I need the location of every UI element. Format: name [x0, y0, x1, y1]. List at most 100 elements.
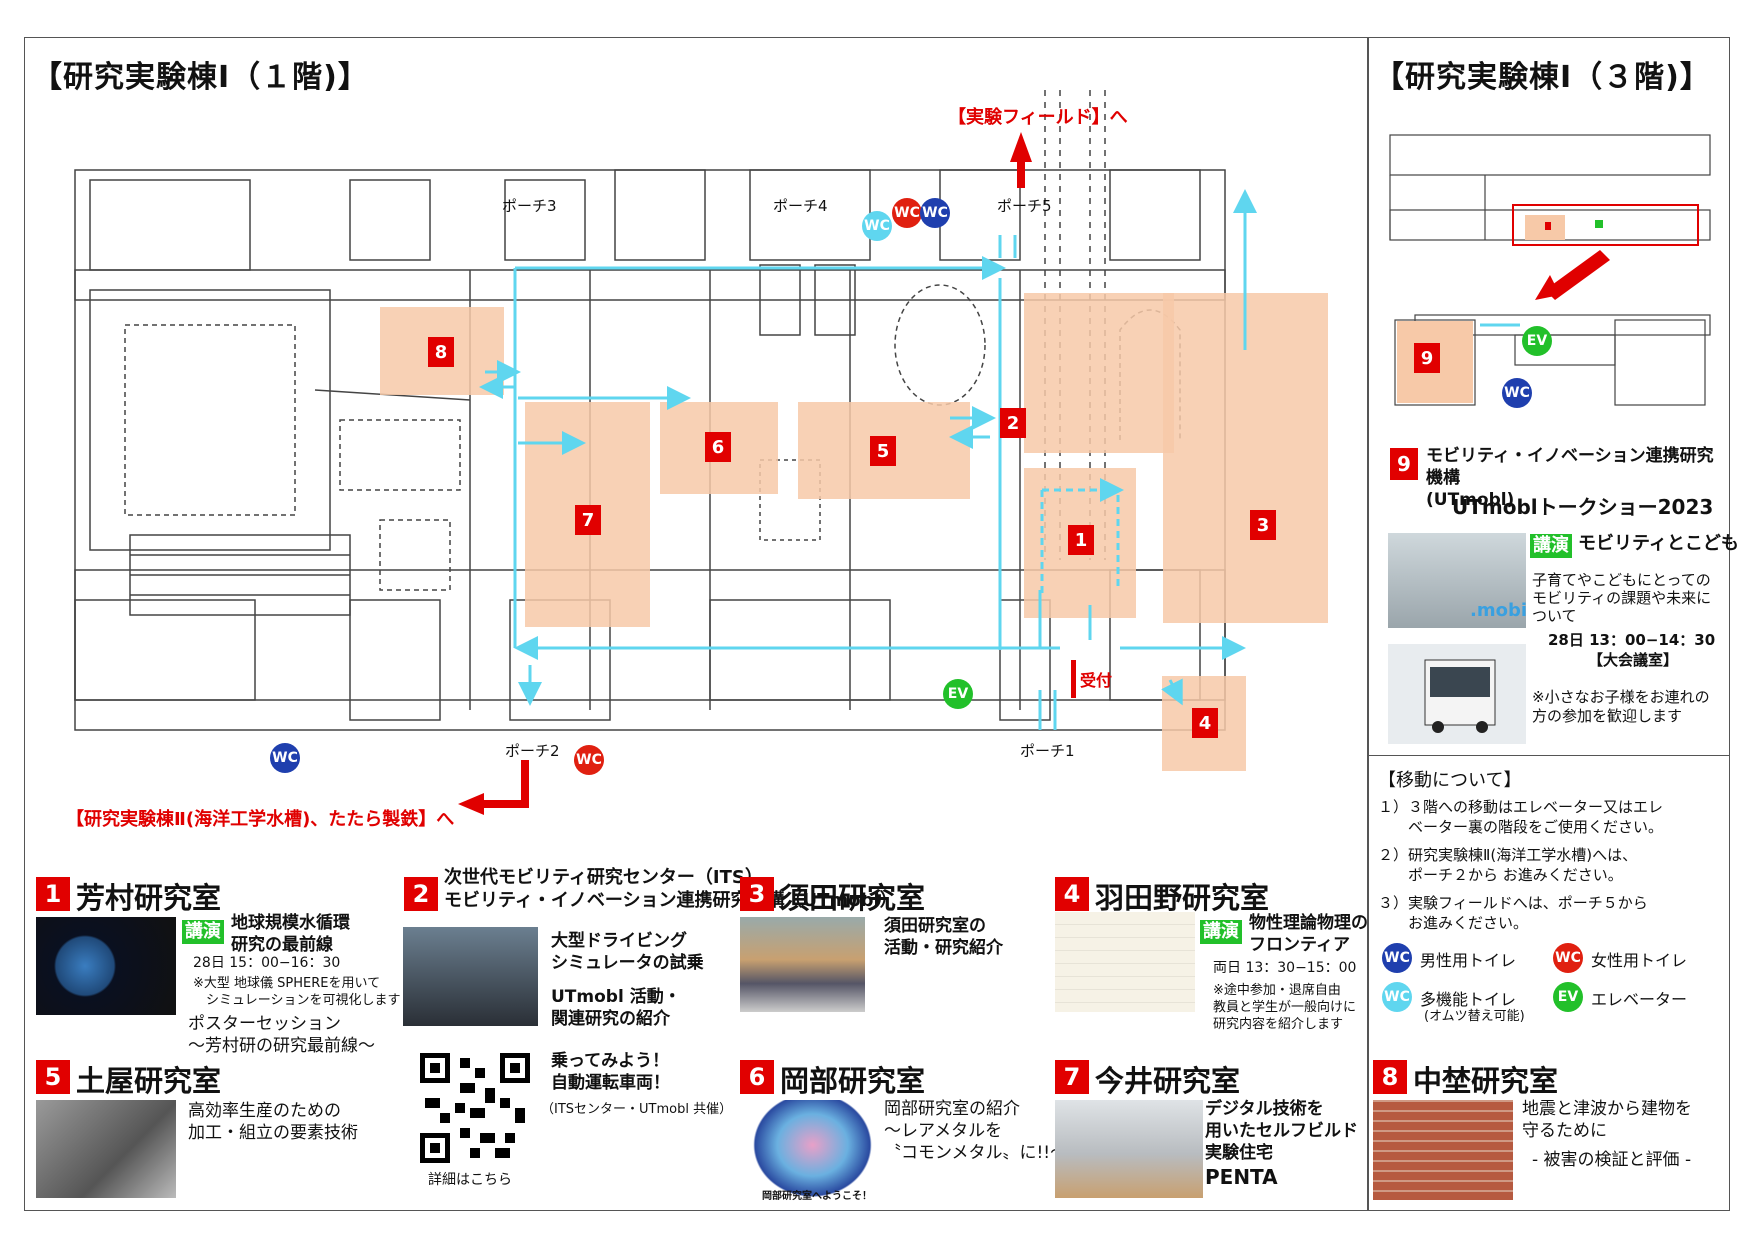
porch-1-label: ポーチ1 [1020, 742, 1075, 760]
lab-6-photo-caption: 岡部研究室へようこそ！ [762, 1191, 872, 1202]
lab-1-poster: ポスターセッション 〜芳村研の研究最前線〜 [188, 1014, 375, 1056]
moving-item-1: １）３階への移動はエレベーター又はエレ ベーター裏の階段をご使用ください。 [1378, 798, 1664, 836]
lab-4-kouen: 講演 [1200, 920, 1242, 944]
room-2-area [1024, 293, 1174, 453]
mobi-logo: .mobi [1470, 600, 1528, 621]
room-badge-4[interactable]: 4 [1192, 708, 1218, 738]
lab-9-badge: 9 [1390, 448, 1418, 480]
legend-male-wc-icon: WC [1382, 943, 1412, 973]
lab-3-badge: 3 [740, 877, 774, 911]
lab-2-desc-2: UTmobl 活動・ 関連研究の紹介 [551, 987, 681, 1029]
lab-6-name: 岡部研究室 [780, 1064, 926, 1098]
lab-7-penta: PENTA [1205, 1165, 1278, 1189]
lab-8-sub: - 被害の検証と評価 - [1532, 1150, 1692, 1170]
lab-1-talk: 地球規模水循環 研究の最前線 [231, 913, 350, 955]
lab-6-desc: 岡部研究室の紹介 〜レアメタルを 〝コモンメタル〟に!!〜 [884, 1099, 1068, 1163]
to-building2-label[interactable]: 【研究実験棟Ⅱ(海洋工学水槽)、たたら製鉄】へ [66, 809, 455, 830]
moving-title: 【移動について】 [1378, 770, 1522, 791]
porch-5-label: ポーチ5 [997, 197, 1052, 215]
lab-7-badge: 7 [1055, 1060, 1089, 1094]
lab-4-name: 羽田野研究室 [1095, 881, 1270, 915]
legend-male-label: 男性用トイレ [1420, 951, 1517, 970]
wc-male-icon: WC [1502, 378, 1532, 408]
lab-4-talk: 物性理論物理の フロンティア [1249, 913, 1368, 955]
lab-9-photo-children [1388, 533, 1526, 628]
elevator-icon: EV [1522, 326, 1552, 356]
qr-caption: 詳細はこちら [428, 1172, 512, 1188]
porch-4-label: ポーチ4 [773, 197, 828, 215]
room-badge-9[interactable]: 9 [1414, 343, 1440, 373]
legend-female-label: 女性用トイレ [1591, 951, 1688, 970]
moving-item-2: ２）研究実験棟Ⅱ(海洋工学水槽)へは、 ポーチ２から お進みください。 [1378, 846, 1638, 884]
lab-7-photo-house [1055, 1100, 1203, 1198]
elevator-icon: EV [943, 679, 973, 709]
lab-2-name: 次世代モビリティ研究センター（ITS） モビリティ・イノベーション連携研究機構（… [444, 867, 898, 911]
legend-multi-sub: (オムツ替え可能) [1424, 1009, 1525, 1024]
lab-6-badge: 6 [740, 1060, 774, 1094]
legend-multi-wc-icon: WC [1382, 982, 1412, 1012]
lab-9-talk: モビリティとこども [1578, 533, 1739, 554]
lab-5-badge: 5 [36, 1060, 70, 1094]
room-badge-5[interactable]: 5 [870, 436, 896, 466]
divider-floor3-moving [1368, 755, 1730, 756]
room-badge-6[interactable]: 6 [705, 432, 731, 462]
wc-male-icon: WC [270, 743, 300, 773]
floor1-plan [74, 90, 1226, 731]
lab-1-kouen: 講演 [182, 920, 224, 944]
wc-female-icon: WC [892, 198, 922, 228]
lab-5-photo-machine [36, 1100, 176, 1198]
porch-2-label: ポーチ2 [505, 742, 560, 760]
reception-label: 受付 [1080, 671, 1113, 690]
lab-4-photo-equations [1055, 912, 1195, 1012]
moving-item-3: ３）実験フィールドへは、ポーチ５から お進みください。 [1378, 894, 1648, 932]
floor3-title: 【研究実験棟Ⅰ（３階)】 [1374, 60, 1711, 95]
route-arrows [458, 132, 1257, 815]
lab-3-photo-train [740, 917, 865, 1012]
lab-7-desc: デジタル技術を 用いたセルフビルド 実験住宅 [1205, 1099, 1358, 1163]
lab-1-photo-globe [36, 917, 176, 1015]
floor1-frame [24, 37, 1368, 1211]
lab-4-note: ※途中参加・退席自由 教員と学生が一般向けに 研究内容を紹介します [1213, 983, 1357, 1032]
lab-6-photo-poster [750, 1100, 875, 1200]
lab-9-kouen: 講演 [1530, 534, 1572, 558]
lab-9-name: モビリティ・イノベーション連携研究機構 (UTmobl) [1426, 446, 1714, 510]
to-field-label[interactable]: 【実験フィールド】へ [948, 107, 1128, 128]
lab-9-event: UTmoblトークショー2023 [1452, 495, 1714, 519]
lab-1-note: ※大型 地球儀 SPHEREを用いて シミュレーションを可視化します [193, 976, 401, 1008]
lab-9-time: 28日 13：00−14：30 [1548, 631, 1716, 649]
porch-3-label: ポーチ3 [502, 197, 557, 215]
room-badge-2[interactable]: 2 [1000, 408, 1026, 438]
legend-female-wc-icon: WC [1553, 943, 1583, 973]
room-badge-1[interactable]: 1 [1068, 525, 1094, 555]
lab-3-name: 須田研究室 [780, 881, 926, 915]
qr-sub: （ITSセンター・UTmobl 共催） [541, 1102, 733, 1117]
lab-9-desc: 子育てやこどもにとっての モビリティの課題や未来に ついて [1532, 571, 1712, 625]
wc-multi-icon: WC [862, 211, 892, 241]
lab-7-name: 今井研究室 [1095, 1064, 1241, 1098]
floor3-frame [1368, 37, 1730, 1211]
room-badge-8[interactable]: 8 [428, 337, 454, 367]
legend-multi-label: 多機能トイレ [1420, 990, 1517, 1009]
room-badge-3[interactable]: 3 [1250, 510, 1276, 540]
legend-elevator-icon: EV [1553, 982, 1583, 1012]
qr-code[interactable] [420, 1053, 530, 1163]
lab-2-photo-simulator [403, 927, 538, 1026]
lab-1-time: 28日 15：00−16：30 [193, 955, 341, 971]
lab-8-photo-wall [1373, 1100, 1513, 1200]
wc-male-icon: WC [920, 198, 950, 228]
lab-1-badge: 1 [36, 877, 70, 911]
lab-2-desc-1: 大型ドライビング シミュレータの試乗 [551, 931, 704, 973]
bus-icon [1424, 659, 1496, 733]
lab-4-badge: 4 [1055, 877, 1089, 911]
room-badge-7[interactable]: 7 [575, 505, 601, 535]
lab-1-name: 芳村研究室 [76, 881, 222, 915]
wc-female-icon: WC [574, 745, 604, 775]
lab-5-desc: 高効率生産のための 加工・組立の要素技術 [188, 1101, 358, 1143]
lab-9-note: ※小さなお子様をお連れの 方の参加を歓迎します [1532, 688, 1710, 725]
lab-8-badge: 8 [1373, 1060, 1407, 1094]
lab-8-desc: 地震と津波から建物を 守るために [1522, 1099, 1692, 1141]
lab-8-name: 中埜研究室 [1413, 1064, 1559, 1098]
lab-4-time: 両日 13：30−15：00 [1213, 960, 1357, 976]
legend-elevator-label: エレベーター [1591, 990, 1688, 1009]
floor1-title: 【研究実験棟Ⅰ（１階)】 [32, 60, 369, 95]
